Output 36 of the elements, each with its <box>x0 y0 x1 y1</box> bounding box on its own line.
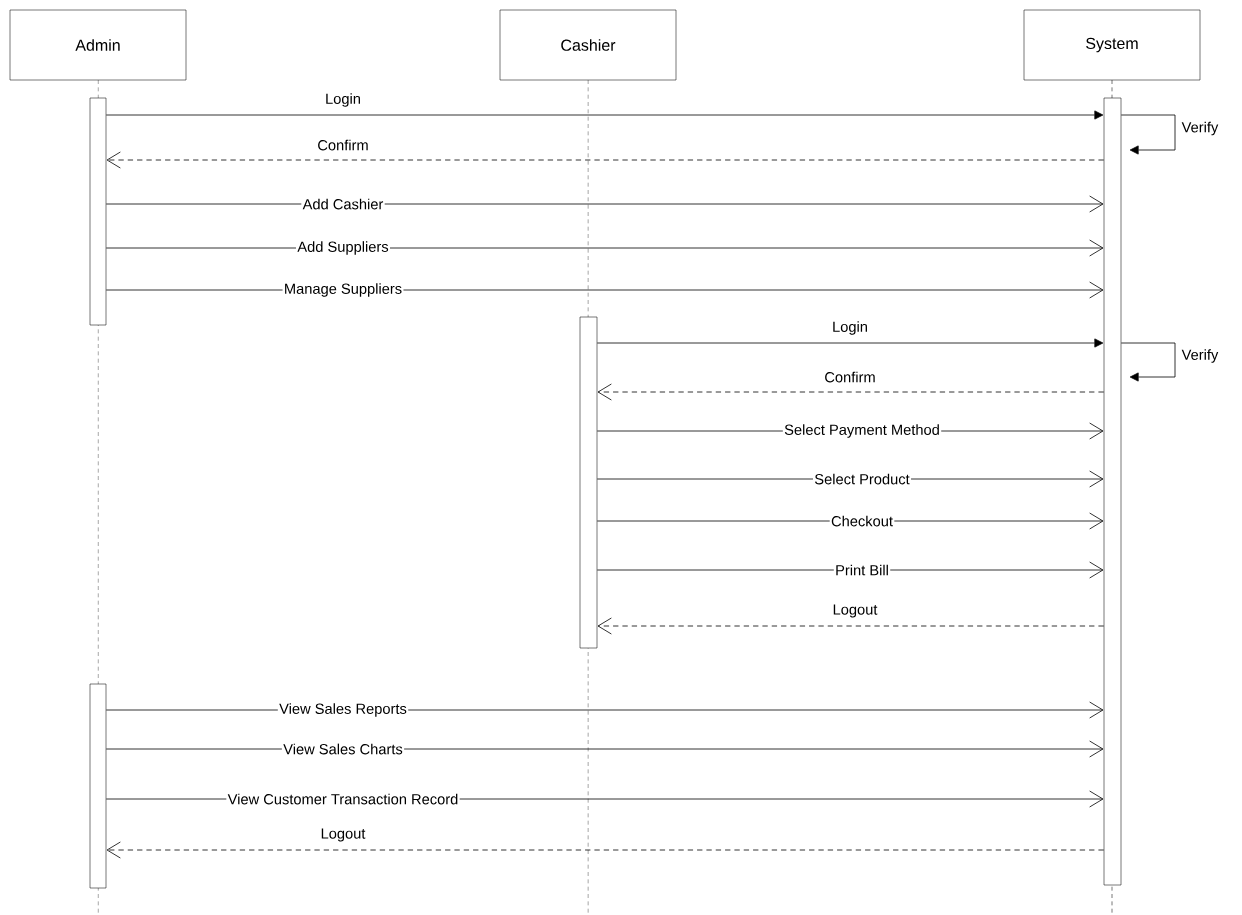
edge-label: Checkout <box>829 514 895 528</box>
activation-bar <box>89 97 107 326</box>
arrow <box>106 151 1105 169</box>
edge-label: View Sales Reports <box>277 701 409 719</box>
edge-label: Verify <box>1181 349 1219 363</box>
arrow <box>105 110 1104 120</box>
edge-label: Add Suppliers <box>296 239 390 257</box>
edge-label: Logout <box>833 604 878 618</box>
arrow <box>105 239 1104 257</box>
edge-label: Print Bill <box>833 563 891 577</box>
activation-bar <box>579 316 598 649</box>
activation-bar <box>89 683 107 889</box>
edge-label: Login <box>326 93 360 107</box>
edge-label: View Sales Charts <box>281 742 405 756</box>
participant-box: Cashier <box>499 9 677 81</box>
arrow <box>596 338 1104 348</box>
arrow <box>1120 342 1176 382</box>
arrow <box>597 617 1105 635</box>
edge-label: Confirm <box>318 139 368 151</box>
arrow <box>597 383 1105 401</box>
edge-label: Verify <box>1181 121 1219 136</box>
edge-label: Manage Suppliers <box>282 281 404 299</box>
activation-bar <box>1103 97 1122 886</box>
arrow <box>1120 114 1176 155</box>
arrow <box>105 195 1104 213</box>
edge-label: Select Payment Method <box>782 422 942 440</box>
arrow <box>596 561 1104 579</box>
arrow <box>106 841 1105 859</box>
edge-label: Add Cashier <box>301 197 385 211</box>
edge-label: View Customer Transaction Record <box>226 792 460 806</box>
edge-label: Logout <box>321 828 366 842</box>
edge-label: Confirm <box>825 371 875 383</box>
participant-box: Admin <box>9 9 187 81</box>
edge-label: Select Product <box>813 472 912 486</box>
edge-label: Login <box>833 321 867 335</box>
participant-box: System <box>1023 9 1201 81</box>
